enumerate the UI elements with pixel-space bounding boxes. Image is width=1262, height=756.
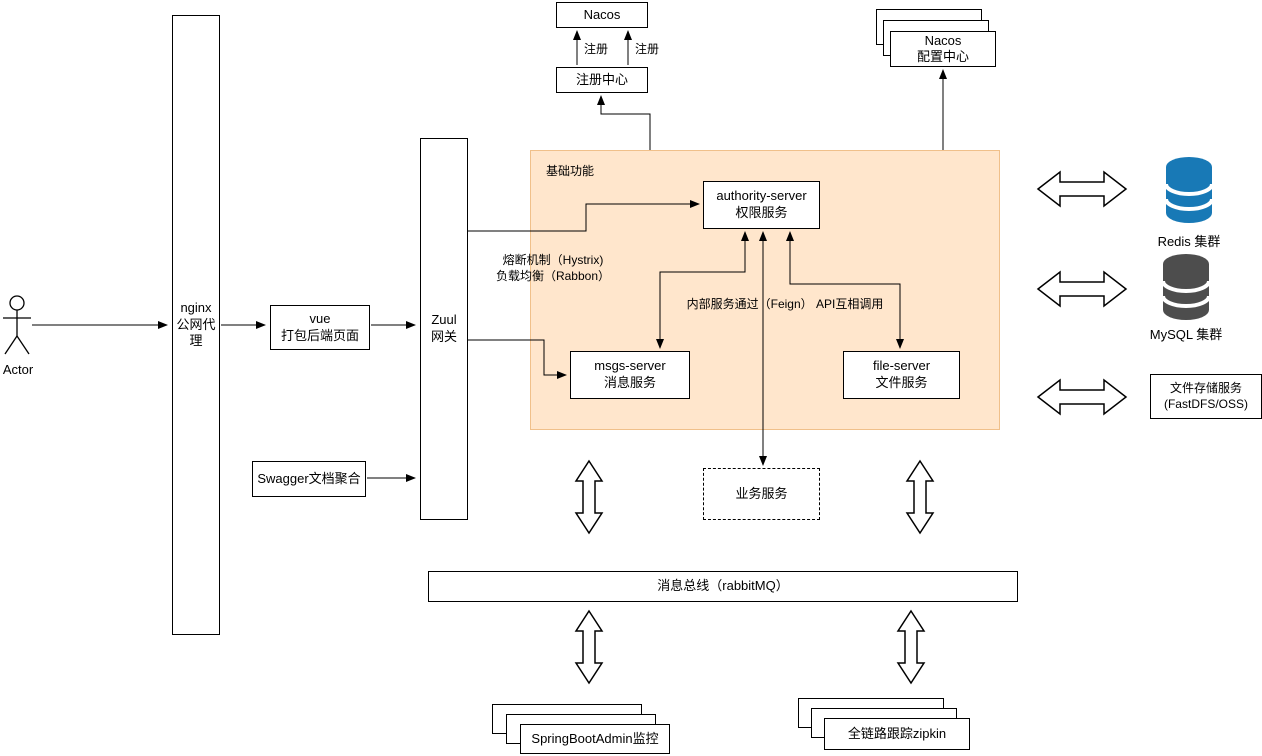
- double-arrow-mysql: [1036, 270, 1128, 308]
- registry-label: 注册中心: [575, 71, 628, 87]
- file-line1: file-server: [872, 358, 931, 374]
- hystrix-ribbon-note: 熔断机制（Hystrix) 负载均衡（Rabbon）: [490, 252, 616, 284]
- nacos-config-line1: Nacos: [924, 33, 962, 49]
- redis-database-icon: [1164, 157, 1214, 223]
- region-title: 基础功能: [546, 164, 595, 178]
- actor-icon: [3, 295, 31, 355]
- feign-note: 内部服务通过（Feign） API互相调用: [686, 297, 884, 311]
- vue-label-line2: 打包后端页面: [280, 327, 359, 343]
- admin-monitor-label: SpringBootAdmin监控: [531, 730, 659, 746]
- business-service-node: 业务服务: [703, 468, 820, 520]
- file-line2: 文件服务: [875, 375, 928, 390]
- arrow-zuul-to-msgs: [468, 339, 567, 379]
- hystrix-note-line1: 熔断机制（Hystrix): [502, 253, 604, 267]
- nacos-node: Nacos: [556, 2, 648, 28]
- file-storage-node: 文件存储服务 (FastDFS/OSS): [1150, 374, 1262, 419]
- zuul-label-line1: Zuul: [431, 312, 457, 328]
- zipkin-label: 全链路跟踪zipkin: [847, 725, 947, 741]
- register-label-left: 注册: [583, 42, 608, 56]
- hystrix-note-line2: 负载均衡（Rabbon）: [495, 269, 611, 284]
- file-server-node: file-server 文件服务: [843, 351, 960, 399]
- mysql-database-icon: [1161, 254, 1211, 320]
- nginx-proxy-node: nginx 公网代理: [172, 15, 220, 635]
- arrow-region-to-registry: [597, 95, 651, 150]
- authority-server-node: authority-server 权限服务: [703, 181, 820, 229]
- nacos-config-node: Nacos 配置中心: [890, 31, 996, 67]
- authority-line2: 权限服务: [735, 205, 788, 220]
- storage-line2: (FastDFS/OSS): [1163, 396, 1248, 411]
- vue-frontend-node: vue 打包后端页面: [270, 305, 370, 350]
- business-label: 业务服务: [735, 485, 788, 501]
- storage-line1: 文件存储服务: [1169, 380, 1242, 395]
- double-arrow-redis: [1036, 170, 1128, 208]
- arrow-authority-msgs: [656, 231, 749, 349]
- redis-label: Redis 集群: [1157, 234, 1221, 249]
- swagger-node: Swagger文档聚合: [252, 461, 366, 497]
- double-arrow-bus-admin: [574, 609, 604, 685]
- actor-label: Actor: [2, 362, 34, 377]
- double-arrow-region-bus-right: [905, 459, 935, 535]
- nacos-config-line2: 配置中心: [916, 49, 969, 64]
- double-arrow-storage: [1036, 378, 1128, 416]
- authority-line1: authority-server: [716, 188, 807, 204]
- msgs-line1: msgs-server: [594, 358, 666, 374]
- arrow-authority-file: [786, 231, 904, 349]
- register-label-right: 注册: [634, 42, 659, 56]
- zipkin-node: 全链路跟踪zipkin: [824, 718, 970, 750]
- nacos-label: Nacos: [583, 6, 621, 22]
- double-arrow-bus-zipkin: [896, 609, 926, 685]
- arrow-zuul-to-authority: [468, 200, 700, 232]
- message-bus-node: 消息总线（rabbitMQ）: [428, 571, 1018, 602]
- admin-monitor-node: SpringBootAdmin监控: [520, 724, 670, 754]
- msgs-line2: 消息服务: [603, 375, 656, 390]
- mysql-label: MySQL 集群: [1149, 327, 1223, 342]
- registry-center-node: 注册中心: [556, 67, 648, 93]
- nginx-proxy-label: nginx 公网代理: [176, 299, 216, 349]
- vue-label-line1: vue: [309, 310, 331, 326]
- msgs-server-node: msgs-server 消息服务: [570, 351, 690, 399]
- zuul-label-line2: 网关: [430, 329, 457, 344]
- zuul-gateway-node: Zuul 网关: [420, 138, 468, 520]
- double-arrow-region-bus-left: [574, 459, 604, 535]
- message-bus-label: 消息总线（rabbitMQ）: [657, 578, 789, 594]
- swagger-label: Swagger文档聚合: [257, 470, 361, 486]
